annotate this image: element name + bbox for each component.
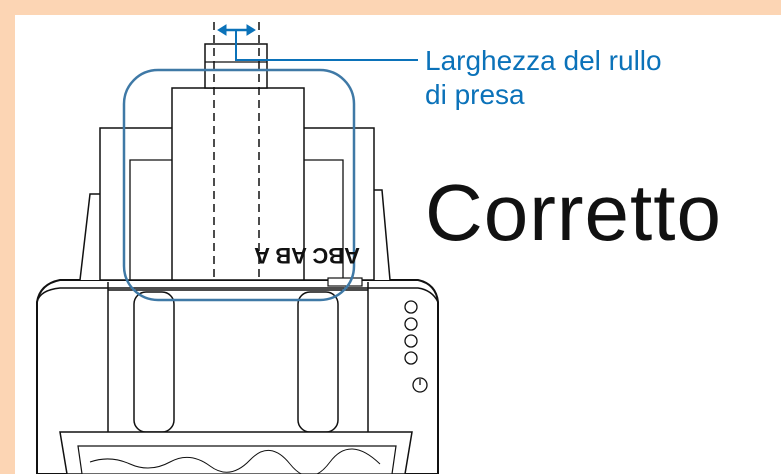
button-4: [404, 351, 418, 365]
callout-line-2: di presa: [425, 79, 525, 110]
button-1: [404, 300, 418, 314]
callout-leader: [235, 30, 418, 61]
callout-label: Larghezza del rullo di presa: [425, 44, 662, 112]
callout-line-1: Larghezza del rullo: [425, 45, 662, 76]
document-text: ABC AB A: [254, 243, 360, 268]
scanner-top-curve: [36, 287, 439, 303]
button-3: [404, 334, 418, 348]
status-label: Corretto: [425, 168, 722, 257]
button-2: [404, 317, 418, 331]
highlight-outline: [122, 68, 356, 302]
document-sheet: [171, 87, 305, 281]
